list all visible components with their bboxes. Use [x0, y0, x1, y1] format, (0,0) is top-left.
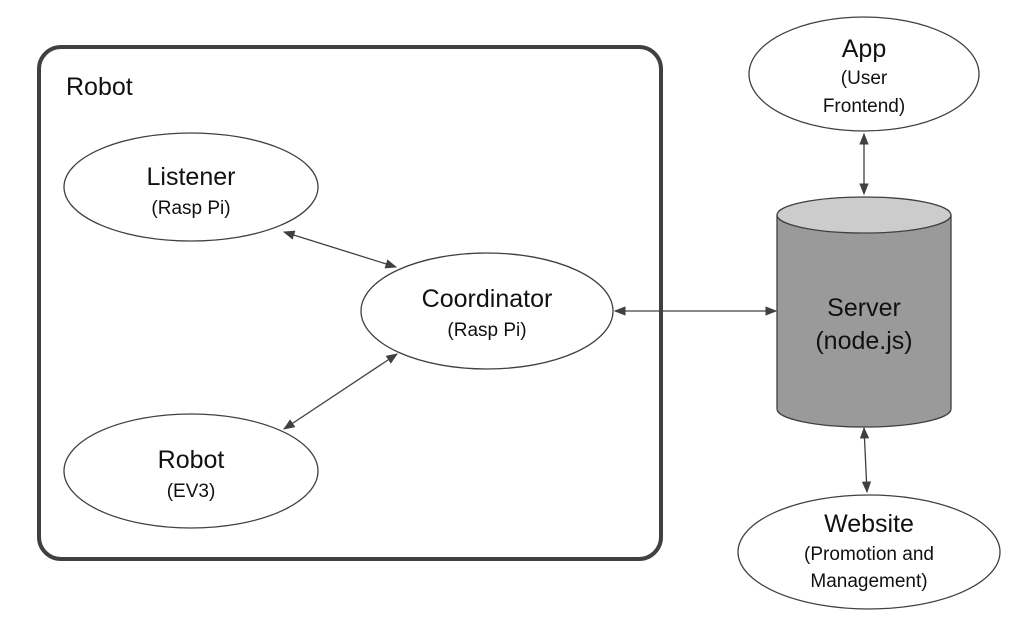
server-title: Server — [827, 294, 901, 322]
robot-ev3-node: Robot (EV3) — [63, 413, 319, 529]
coordinator-node: Coordinator (Rasp Pi) — [360, 252, 614, 370]
app-subtitle-line2: Frontend) — [823, 96, 905, 117]
website-node: Website (Promotion and Management) — [737, 494, 1001, 610]
listener-node: Listener (Rasp Pi) — [63, 132, 319, 242]
website-subtitle-line1: (Promotion and — [804, 544, 934, 565]
listener-title: Listener — [147, 163, 236, 191]
app-title: App — [842, 35, 886, 63]
coordinator-title: Coordinator — [422, 285, 553, 313]
app-subtitle-line1: (User — [841, 68, 888, 89]
robot-ev3-subtitle: (EV3) — [167, 481, 216, 502]
edge-server-website — [859, 426, 872, 494]
app-node: App (User Frontend) — [748, 16, 980, 132]
robot-group-frame — [37, 45, 663, 561]
coordinator-subtitle: (Rasp Pi) — [447, 320, 526, 341]
website-subtitle-line2: Management) — [810, 571, 927, 592]
server-subtitle: (node.js) — [815, 327, 912, 355]
robot-ev3-title: Robot — [158, 446, 225, 474]
website-title: Website — [824, 510, 914, 538]
listener-subtitle: (Rasp Pi) — [151, 198, 230, 219]
robot-group-label: Robot — [66, 73, 133, 101]
edge-listener-coordinator — [282, 230, 398, 269]
edge-robot-coordinator — [283, 353, 398, 430]
server-node: Server (node.js) — [776, 196, 952, 428]
